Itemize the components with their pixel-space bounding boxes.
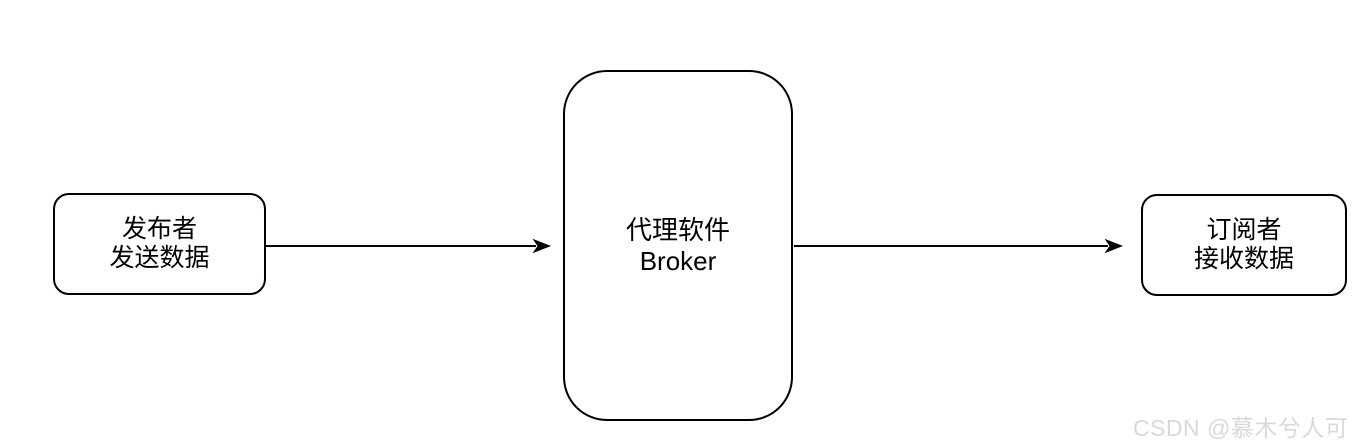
subscriber-label-line-2: 接收数据: [1193, 245, 1294, 273]
arrow-broker-to-subscriber: [794, 238, 1123, 254]
publisher-label-line-2: 发送数据: [109, 244, 210, 272]
broker-label-line-1: 代理软件: [625, 214, 730, 245]
watermark: CSDN @慕木兮人可: [1133, 415, 1349, 441]
arrowhead-icon: [532, 238, 551, 254]
publisher-label-line-1: 发布者: [121, 215, 197, 243]
broker-node: 代理软件 Broker: [563, 70, 793, 421]
arrowhead-icon: [1104, 238, 1123, 254]
subscriber-label-line-1: 订阅者: [1206, 216, 1282, 244]
publisher-node: 发布者 发送数据: [53, 193, 266, 295]
arrow-publisher-to-broker: [266, 238, 551, 254]
broker-label-line-2: Broker: [639, 245, 717, 276]
subscriber-node: 订阅者 接收数据: [1141, 194, 1347, 296]
